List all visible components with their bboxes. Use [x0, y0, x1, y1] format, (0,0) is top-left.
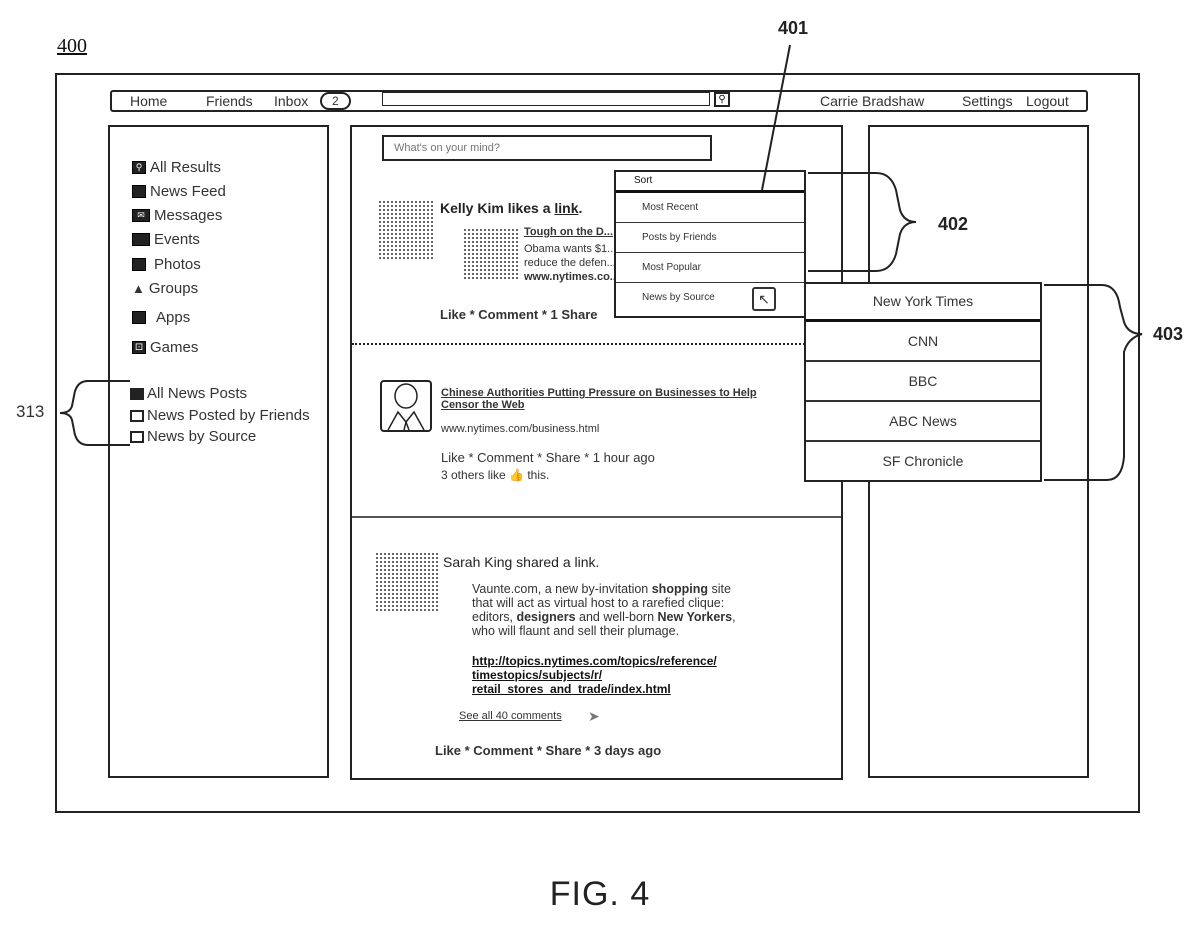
- sort-menu: Sort Most Recent Posts by Friends Most P…: [614, 170, 806, 318]
- browser-window-frame: [55, 73, 1140, 813]
- link-source: www.nytimes.co...: [524, 271, 619, 283]
- link-title[interactable]: Tough on the D...: [524, 226, 613, 238]
- groups-icon: ▲: [132, 281, 145, 296]
- sidebar-item-all-results[interactable]: ⚲ All Results: [132, 159, 221, 176]
- post-author-line: Sarah King shared a link.: [443, 554, 600, 570]
- annotation-leader-401: [761, 44, 791, 191]
- sidebar-item-news-feed[interactable]: News Feed: [132, 183, 226, 200]
- post-actions[interactable]: Like * Comment * Share * 3 days ago: [435, 743, 662, 758]
- sidebar-filter-all-news-posts[interactable]: All News Posts: [130, 385, 247, 402]
- sort-option-news-by-source[interactable]: News by Source ↖: [616, 283, 804, 312]
- inbox-count-badge[interactable]: 2: [320, 92, 351, 110]
- news-posts-icon: [130, 387, 144, 400]
- user-name-link[interactable]: Carrie Bradshaw: [820, 93, 925, 109]
- see-all-comments-link[interactable]: See all 40 comments: [459, 710, 562, 722]
- avatar[interactable]: [380, 380, 432, 432]
- search-icon: ⚲: [132, 161, 146, 174]
- post-link[interactable]: link: [554, 200, 579, 216]
- search-input[interactable]: [382, 92, 710, 106]
- source-option-new-york-times[interactable]: New York Times: [806, 284, 1040, 322]
- search-icon: ⚲: [718, 94, 726, 105]
- source-option-cnn[interactable]: CNN: [806, 322, 1040, 362]
- sort-option-most-recent[interactable]: Most Recent: [616, 193, 804, 223]
- sidebar-item-messages[interactable]: ✉ Messages: [132, 207, 222, 224]
- post-divider: [352, 343, 841, 345]
- source-news-icon: [130, 430, 144, 443]
- sidebar-item-groups[interactable]: ▲ Groups: [132, 280, 199, 297]
- messages-icon: ✉: [132, 209, 150, 222]
- nav-friends-link[interactable]: Friends: [206, 93, 253, 109]
- post-body: Vaunte.com, a new by-invitation shopping…: [472, 582, 736, 638]
- sort-option-most-popular[interactable]: Most Popular: [616, 253, 804, 283]
- news-feed-icon: [132, 185, 146, 198]
- post-author-line: Kelly Kim likes a link.: [440, 200, 583, 216]
- sidebar-item-events[interactable]: Events: [132, 231, 200, 248]
- status-update-input[interactable]: [382, 135, 712, 161]
- sidebar-filter-news-by-source[interactable]: News by Source: [130, 428, 256, 445]
- games-icon: ⚀: [132, 341, 146, 354]
- source-option-sf-chronicle[interactable]: SF Chronicle: [882, 453, 964, 469]
- link-snippet: Obama wants $1...: [524, 243, 617, 255]
- nav-home-link[interactable]: Home: [130, 93, 168, 109]
- annotation-brace-403: [1044, 284, 1143, 481]
- annotation-label-401: 401: [778, 18, 809, 38]
- expand-comments-icon[interactable]: ➤: [588, 708, 600, 724]
- link-thumbnail[interactable]: [463, 228, 518, 280]
- post-actions[interactable]: Like * Comment * Share * 1 hour ago: [441, 450, 655, 465]
- source-option-bbc[interactable]: BBC: [806, 362, 1040, 402]
- mouse-cursor-icon: ↖: [752, 287, 776, 311]
- annotation-brace-402: [808, 172, 917, 272]
- sidebar-item-games[interactable]: ⚀ Games: [132, 339, 198, 356]
- friends-news-icon: [130, 409, 144, 422]
- post-url-link[interactable]: http://topics.nytimes.com/topics/referen…: [472, 654, 717, 696]
- sort-menu-header[interactable]: Sort: [616, 172, 804, 193]
- annotation-label-403: 403: [1153, 324, 1184, 344]
- photos-icon: [132, 258, 146, 271]
- figure-caption: FIG. 4: [549, 875, 651, 913]
- annotation-brace-313: [59, 380, 130, 446]
- top-navigation-bar: Home Friends Inbox 2 Carrie Bradshaw Set…: [110, 90, 1088, 112]
- post-actions[interactable]: Like * Comment * 1 Share: [440, 307, 598, 322]
- apps-icon: [132, 311, 146, 324]
- left-sidebar: ⚲ All Results News Feed ✉ Messages Event…: [108, 125, 329, 778]
- sidebar-item-photos[interactable]: Photos: [132, 256, 201, 273]
- person-illustration-icon: [387, 383, 425, 430]
- settings-link[interactable]: Settings: [962, 93, 1013, 109]
- source-option-abc-news[interactable]: ABC News: [806, 402, 1040, 442]
- events-icon: [132, 233, 150, 246]
- figure-reference: 400: [57, 35, 87, 57]
- link-snippet: reduce the defen...: [524, 257, 616, 269]
- annotation-label-313: 313: [16, 402, 45, 421]
- link-source: www.nytimes.com/business.html: [441, 423, 600, 435]
- nav-inbox-link[interactable]: Inbox: [274, 93, 309, 109]
- avatar[interactable]: [378, 200, 433, 260]
- avatar[interactable]: [375, 552, 440, 612]
- post-divider: [352, 516, 841, 518]
- sidebar-filter-news-by-friends[interactable]: News Posted by Friends: [130, 407, 310, 424]
- search-button[interactable]: ⚲: [714, 92, 730, 107]
- thumbs-up-icon: 👍: [509, 468, 524, 482]
- sort-option-posts-by-friends[interactable]: Posts by Friends: [616, 223, 804, 253]
- sidebar-item-apps[interactable]: Apps: [132, 309, 190, 326]
- link-title[interactable]: Chinese Authorities Putting Pressure on …: [441, 387, 757, 411]
- logout-link[interactable]: Logout: [1026, 93, 1069, 109]
- source-submenu: New York Times CNN BBC ABC News SF Chron…: [804, 282, 1042, 482]
- post-likes: 3 others like 👍 this.: [441, 468, 550, 482]
- annotation-label-402: 402: [938, 214, 969, 234]
